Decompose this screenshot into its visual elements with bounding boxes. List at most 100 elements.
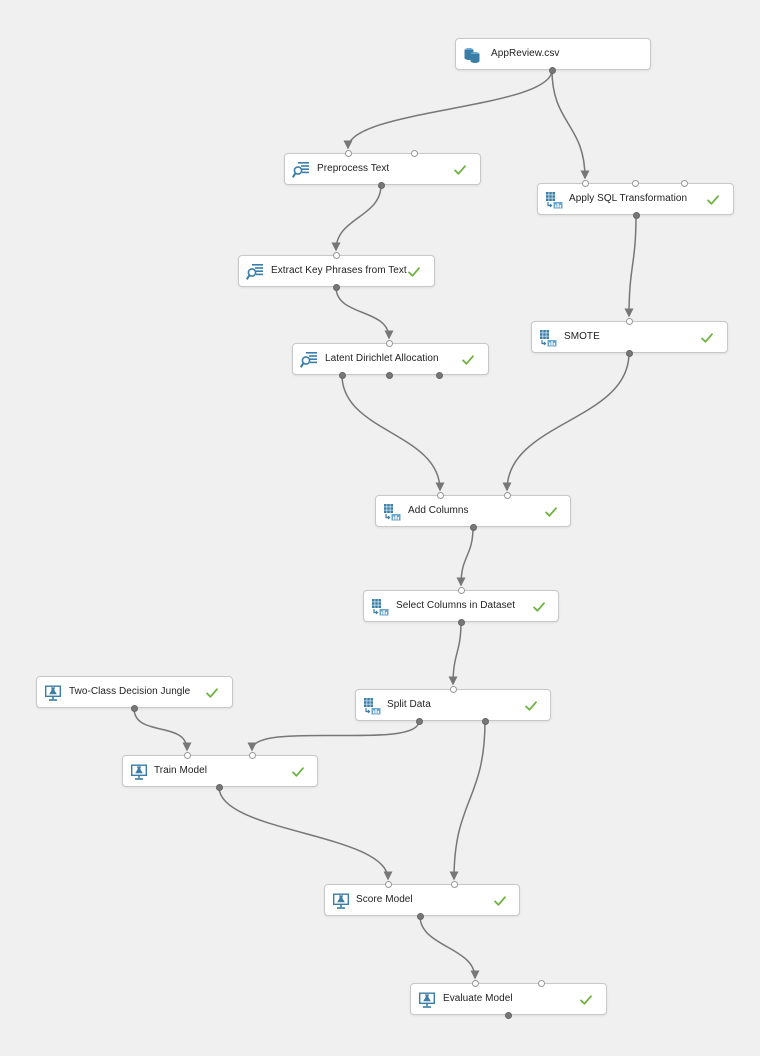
module-label: Train Model	[154, 765, 207, 776]
input-port[interactable]	[680, 179, 688, 187]
connection-appreview-to-applysql[interactable]	[551, 69, 590, 180]
ml-model-icon	[130, 763, 148, 781]
module-label: Add Columns	[408, 505, 469, 516]
data-transform-icon	[539, 329, 557, 347]
status-check-icon	[461, 353, 475, 367]
module-label: SMOTE	[564, 331, 600, 342]
input-port[interactable]	[503, 491, 511, 499]
module-splitdata[interactable]: Split Data	[355, 689, 551, 721]
input-port[interactable]	[457, 586, 465, 594]
output-port[interactable]	[385, 371, 393, 379]
connection-preprocess-to-keyphrases[interactable]	[331, 184, 382, 252]
input-port[interactable]	[631, 179, 639, 187]
output-port[interactable]	[457, 618, 465, 626]
input-port[interactable]	[450, 880, 458, 888]
output-port[interactable]	[625, 349, 633, 357]
status-check-icon	[407, 265, 421, 279]
output-port[interactable]	[332, 283, 340, 291]
dataset-icon	[463, 46, 481, 64]
ml-model-icon	[332, 892, 350, 910]
connection-applysql-to-smote[interactable]	[624, 214, 637, 318]
input-port[interactable]	[248, 751, 256, 759]
module-jungle[interactable]: Two-Class Decision Jungle	[36, 676, 233, 708]
connection-splitdata-to-scoremodel[interactable]	[449, 720, 486, 881]
output-port[interactable]	[130, 704, 138, 712]
status-check-icon	[579, 993, 593, 1007]
module-label: Score Model	[356, 894, 413, 905]
input-port[interactable]	[410, 149, 418, 157]
input-port[interactable]	[385, 339, 393, 347]
input-port[interactable]	[332, 251, 340, 259]
connection-scoremodel-to-evaluatemodel[interactable]	[419, 915, 480, 980]
input-port[interactable]	[344, 149, 352, 157]
status-check-icon	[544, 505, 558, 519]
ml-model-icon	[418, 991, 436, 1009]
module-preprocess[interactable]: Preprocess Text	[284, 153, 481, 185]
text-analytics-icon	[245, 263, 264, 281]
output-port[interactable]	[548, 66, 556, 74]
input-port[interactable]	[183, 751, 191, 759]
module-label: Extract Key Phrases from Text	[271, 265, 407, 276]
data-transform-icon	[383, 503, 401, 521]
output-port[interactable]	[416, 912, 424, 920]
status-check-icon	[453, 163, 467, 177]
input-port[interactable]	[581, 179, 589, 187]
text-analytics-icon	[299, 351, 318, 369]
output-port[interactable]	[504, 1011, 512, 1019]
text-analytics-icon	[291, 161, 310, 179]
output-port[interactable]	[481, 717, 489, 725]
connection-appreview-to-preprocess[interactable]	[343, 69, 553, 150]
data-transform-icon	[363, 697, 381, 715]
module-evaluatemodel[interactable]: Evaluate Model	[410, 983, 607, 1015]
connection-keyphrases-to-lda[interactable]	[335, 286, 394, 340]
status-check-icon	[291, 765, 305, 779]
connection-lda-to-addcolumns[interactable]	[341, 374, 445, 492]
module-applysql[interactable]: Apply SQL Transformation	[537, 183, 734, 215]
module-label: Split Data	[387, 699, 431, 710]
connection-smote-to-addcolumns[interactable]	[502, 352, 630, 492]
module-selectcolumns[interactable]: Select Columns in Dataset	[363, 590, 559, 622]
status-check-icon	[706, 193, 720, 207]
module-keyphrases[interactable]: Extract Key Phrases from Text	[238, 255, 435, 287]
status-check-icon	[205, 686, 219, 700]
module-label: Latent Dirichlet Allocation	[325, 353, 439, 364]
connection-selectcolumns-to-splitdata[interactable]	[448, 621, 462, 686]
module-label: Evaluate Model	[443, 993, 513, 1004]
data-transform-icon	[371, 598, 389, 616]
connection-addcolumns-to-selectcolumns[interactable]	[456, 526, 474, 587]
status-check-icon	[524, 699, 538, 713]
module-label: Two-Class Decision Jungle	[69, 686, 191, 697]
input-port[interactable]	[384, 880, 392, 888]
connection-jungle-to-trainmodel[interactable]	[133, 707, 192, 752]
module-trainmodel[interactable]: Train Model	[122, 755, 318, 787]
module-scoremodel[interactable]: Score Model	[324, 884, 520, 916]
output-port[interactable]	[215, 783, 223, 791]
output-port[interactable]	[632, 211, 640, 219]
output-port[interactable]	[469, 523, 477, 531]
output-port[interactable]	[377, 181, 385, 189]
status-check-icon	[493, 894, 507, 908]
module-label: Preprocess Text	[317, 163, 390, 174]
module-label: Select Columns in Dataset	[396, 600, 516, 611]
ml-model-icon	[44, 684, 62, 702]
module-label: AppReview.csv	[491, 48, 560, 59]
module-smote[interactable]: SMOTE	[531, 321, 728, 353]
output-port[interactable]	[435, 371, 443, 379]
module-addcolumns[interactable]: Add Columns	[375, 495, 571, 527]
input-port[interactable]	[449, 685, 457, 693]
input-port[interactable]	[625, 317, 633, 325]
status-check-icon	[532, 600, 546, 614]
input-port[interactable]	[471, 979, 479, 987]
input-port[interactable]	[537, 979, 545, 987]
status-check-icon	[700, 331, 714, 345]
connection-trainmodel-to-scoremodel[interactable]	[218, 786, 393, 881]
data-transform-icon	[545, 191, 563, 209]
input-port[interactable]	[436, 491, 444, 499]
output-port[interactable]	[415, 717, 423, 725]
connection-splitdata-to-trainmodel[interactable]	[247, 720, 420, 752]
module-lda[interactable]: Latent Dirichlet Allocation	[292, 343, 489, 375]
module-label: Apply SQL Transformation	[569, 193, 688, 204]
module-appreview[interactable]: AppReview.csv	[455, 38, 651, 70]
output-port[interactable]	[338, 371, 346, 379]
